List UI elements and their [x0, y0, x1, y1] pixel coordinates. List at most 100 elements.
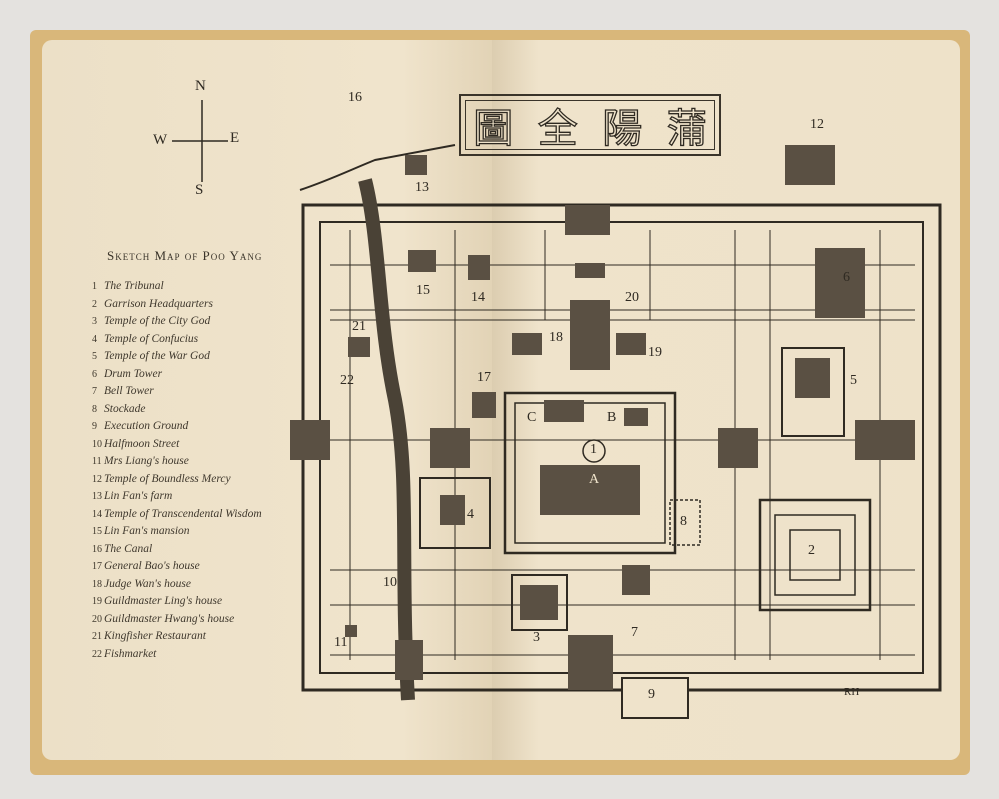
- marker-14: 14: [471, 290, 485, 305]
- legend-item: 6 Drum Tower: [92, 368, 262, 386]
- marker-2: 2: [808, 543, 815, 558]
- compass-west: W: [153, 132, 168, 148]
- legend-number: 11: [92, 456, 102, 467]
- legend-label: Fishmarket: [104, 647, 157, 660]
- legend-number: 16: [92, 543, 102, 555]
- legend-label: Lin Fan's mansion: [104, 525, 190, 537]
- map-title-cartouche: 圖 全 陽 蒲: [459, 94, 721, 156]
- legend-item: 7 Bell Tower: [92, 385, 262, 403]
- legend-label: Execution Ground: [104, 420, 189, 432]
- legend-number: 4: [92, 333, 97, 345]
- legend-label: Guildmaster Ling's house: [104, 595, 223, 607]
- legend-label: Lin Fan's farm: [104, 490, 173, 502]
- execution-ground: [621, 677, 689, 719]
- artist-signature: RH: [844, 686, 860, 698]
- legend-number: 7: [92, 386, 97, 397]
- marker-3: 3: [533, 630, 540, 645]
- marker-6: 6: [843, 270, 850, 285]
- legend-number: 3: [92, 316, 97, 327]
- marker-9: 9: [648, 687, 655, 702]
- legend-number: 13: [92, 491, 102, 502]
- legend-number: 6: [92, 368, 97, 380]
- legend-label: Temple of Boundless Mercy: [104, 472, 231, 485]
- marker-11: 11: [334, 635, 348, 650]
- legend-item: 4 Temple of Confucius: [92, 333, 262, 351]
- legend-number: 9: [92, 421, 97, 432]
- legend-number: 8: [92, 403, 97, 415]
- legend-label: Bell Tower: [104, 385, 154, 397]
- legend-number: 15: [92, 526, 102, 537]
- tribunal-compound: [503, 391, 677, 555]
- legend-label: Kingfisher Restaurant: [104, 630, 206, 642]
- legend-label: The Tribunal: [104, 280, 164, 292]
- marker-21: 21: [352, 319, 366, 334]
- title-char: 蒲: [666, 105, 707, 152]
- marker-12: 12: [810, 117, 824, 132]
- legend-item: 2 Garrison Headquarters: [92, 298, 262, 316]
- legend-label: Temple of Transcendental Wisdom: [104, 507, 262, 520]
- legend-title: Sketch Map of Poo Yang: [107, 248, 263, 263]
- legend-number: 18: [92, 578, 102, 590]
- legend-number: 20: [92, 613, 102, 625]
- marker-15: 15: [416, 283, 430, 298]
- compass-north: N: [195, 78, 206, 94]
- marker-7: 7: [631, 625, 638, 640]
- marker-20: 20: [625, 290, 639, 305]
- canal: [358, 178, 415, 701]
- marker-19: 19: [648, 345, 662, 360]
- marker-c: C: [527, 410, 537, 425]
- legend-number: 1: [92, 281, 97, 292]
- legend-label: Mrs Liang's house: [104, 455, 189, 467]
- legend-label: Judge Wan's house: [104, 577, 191, 590]
- city-god-temple: [511, 574, 568, 631]
- legend-number: 12: [92, 473, 102, 485]
- marker-16: 16: [348, 90, 362, 105]
- marker-13: 13: [415, 180, 429, 195]
- legend-label: Garrison Headquarters: [104, 297, 213, 310]
- legend-label: Halfmoon Street: [104, 437, 180, 450]
- legend-number: 21: [92, 631, 102, 642]
- legend-item: 9 Execution Ground: [92, 420, 262, 438]
- legend-item: 1 The Tribunal: [92, 280, 262, 298]
- marker-17: 17: [477, 370, 491, 385]
- legend-number: 22: [92, 648, 102, 660]
- legend-number: 10: [92, 438, 102, 450]
- marker-a: A: [589, 472, 600, 487]
- legend-number: 17: [92, 561, 102, 572]
- legend-number: 19: [92, 596, 102, 607]
- stockade: [669, 499, 701, 546]
- confucius-temple: [419, 477, 491, 549]
- title-char: 圖: [473, 105, 514, 152]
- garrison-compound: [758, 498, 872, 612]
- legend-number: 14: [92, 508, 102, 520]
- legend-label: Temple of the City God: [104, 315, 211, 327]
- legend-item: 8 Stockade: [92, 403, 262, 421]
- legend-label: Temple of Confucius: [104, 332, 199, 345]
- legend-number: 5: [92, 351, 97, 362]
- legend-label: The Canal: [104, 542, 153, 555]
- marker-22: 22: [340, 373, 354, 388]
- marker-4: 4: [467, 507, 474, 522]
- legend-number: 2: [92, 298, 97, 310]
- legend-label: Stockade: [104, 402, 146, 415]
- marker-18: 18: [549, 330, 563, 345]
- marker-8: 8: [680, 514, 687, 529]
- legend-label: Drum Tower: [104, 367, 163, 380]
- compass-east: E: [230, 130, 240, 146]
- war-god-temple: [781, 347, 845, 437]
- marker-circle-1: [582, 439, 606, 463]
